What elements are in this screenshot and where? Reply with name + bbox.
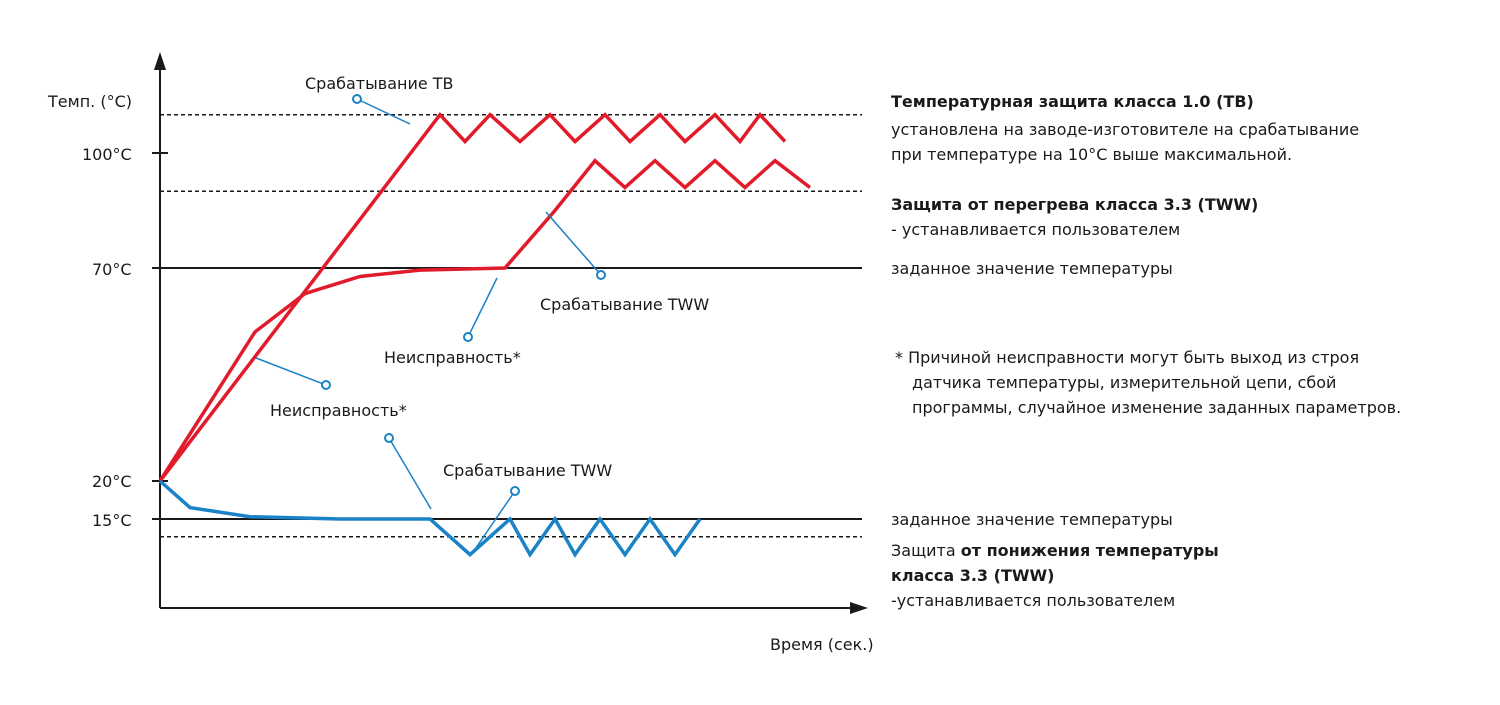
note-low-desc: -устанавливается пользователем: [891, 591, 1176, 610]
callout-leader-tww-lower: [470, 490, 516, 556]
callout-label-tb-trip: Срабатывание ТВ: [305, 74, 454, 93]
callout-dot-tb-trip: [352, 94, 362, 104]
callout-dot-tww-lower: [510, 486, 520, 496]
note-low-title-part1: от понижения температуры: [960, 541, 1219, 560]
callout-leader-tb-trip: [356, 98, 411, 125]
callout-leader-fault-lower: [255, 357, 327, 386]
y-tick-label-70: 70°C: [92, 260, 132, 279]
axes: Темп. (°C) 100°C 70°C 20°C 15°C Время (с…: [47, 52, 874, 654]
callout-dot-fault-lower: [321, 380, 331, 390]
callout-dot-fault-upper: [463, 332, 473, 342]
callout-label-fault-lower: Неисправность*: [270, 401, 407, 420]
callout-leader-tww-upper: [545, 211, 602, 276]
note-setpoint-upper: заданное значение температуры: [891, 259, 1173, 278]
y-tick-label-15: 15°C: [92, 511, 132, 530]
note-tb-line2: при температуре на 10°C выше максимально…: [891, 145, 1293, 164]
callout-label-tww-upper: Срабатывание TWW: [540, 295, 709, 314]
series-line-0: [158, 111, 787, 483]
note-footnote-line2: датчика температуры, измерительной цепи,…: [912, 373, 1337, 392]
y-tick-label-20: 20°C: [92, 472, 132, 491]
x-axis-arrow: [850, 602, 868, 614]
callout-leader-blue-drop: [388, 437, 432, 510]
callout-label-fault-upper: Неисправность*: [384, 348, 521, 367]
y-axis-arrow: [154, 52, 166, 70]
x-axis-label: Время (сек.): [770, 635, 874, 654]
note-tb-line1: установлена на заводе-изготовителе на ср…: [891, 120, 1360, 139]
callout-leader-fault-upper: [467, 277, 498, 338]
note-footnote-line3: программы, случайное изменение заданных …: [912, 398, 1402, 417]
note-tww-desc: - устанавливается пользователем: [891, 220, 1181, 239]
note-setpoint-lower: заданное значение температуры: [891, 510, 1173, 529]
note-low-prefix: Защита: [891, 541, 956, 560]
note-tb-title: Температурная защита класса 1.0 (ТВ): [891, 92, 1254, 111]
callouts: Срабатывание ТВ Срабатывание TWW Неиспра…: [255, 74, 709, 556]
note-footnote-line1: * Причиной неисправности могут быть выхо…: [895, 348, 1360, 367]
callout-dot-blue-drop: [384, 433, 394, 443]
y-axis-label: Темп. (°C): [47, 92, 132, 111]
callout-label-tww-lower: Срабатывание TWW: [443, 461, 612, 480]
note-tww-title: Защита от перегрева класса 3.3 (TWW): [891, 195, 1259, 214]
series-line-2: [158, 479, 702, 558]
y-tick-label-100: 100°C: [82, 145, 132, 164]
note-low-title: Защита от понижения температуры: [891, 540, 1219, 562]
series-line-1: [158, 158, 812, 482]
series-lines: [158, 111, 812, 558]
note-low-title-part2: класса 3.3 (TWW): [891, 566, 1055, 585]
callout-dot-tww-upper: [596, 270, 606, 280]
